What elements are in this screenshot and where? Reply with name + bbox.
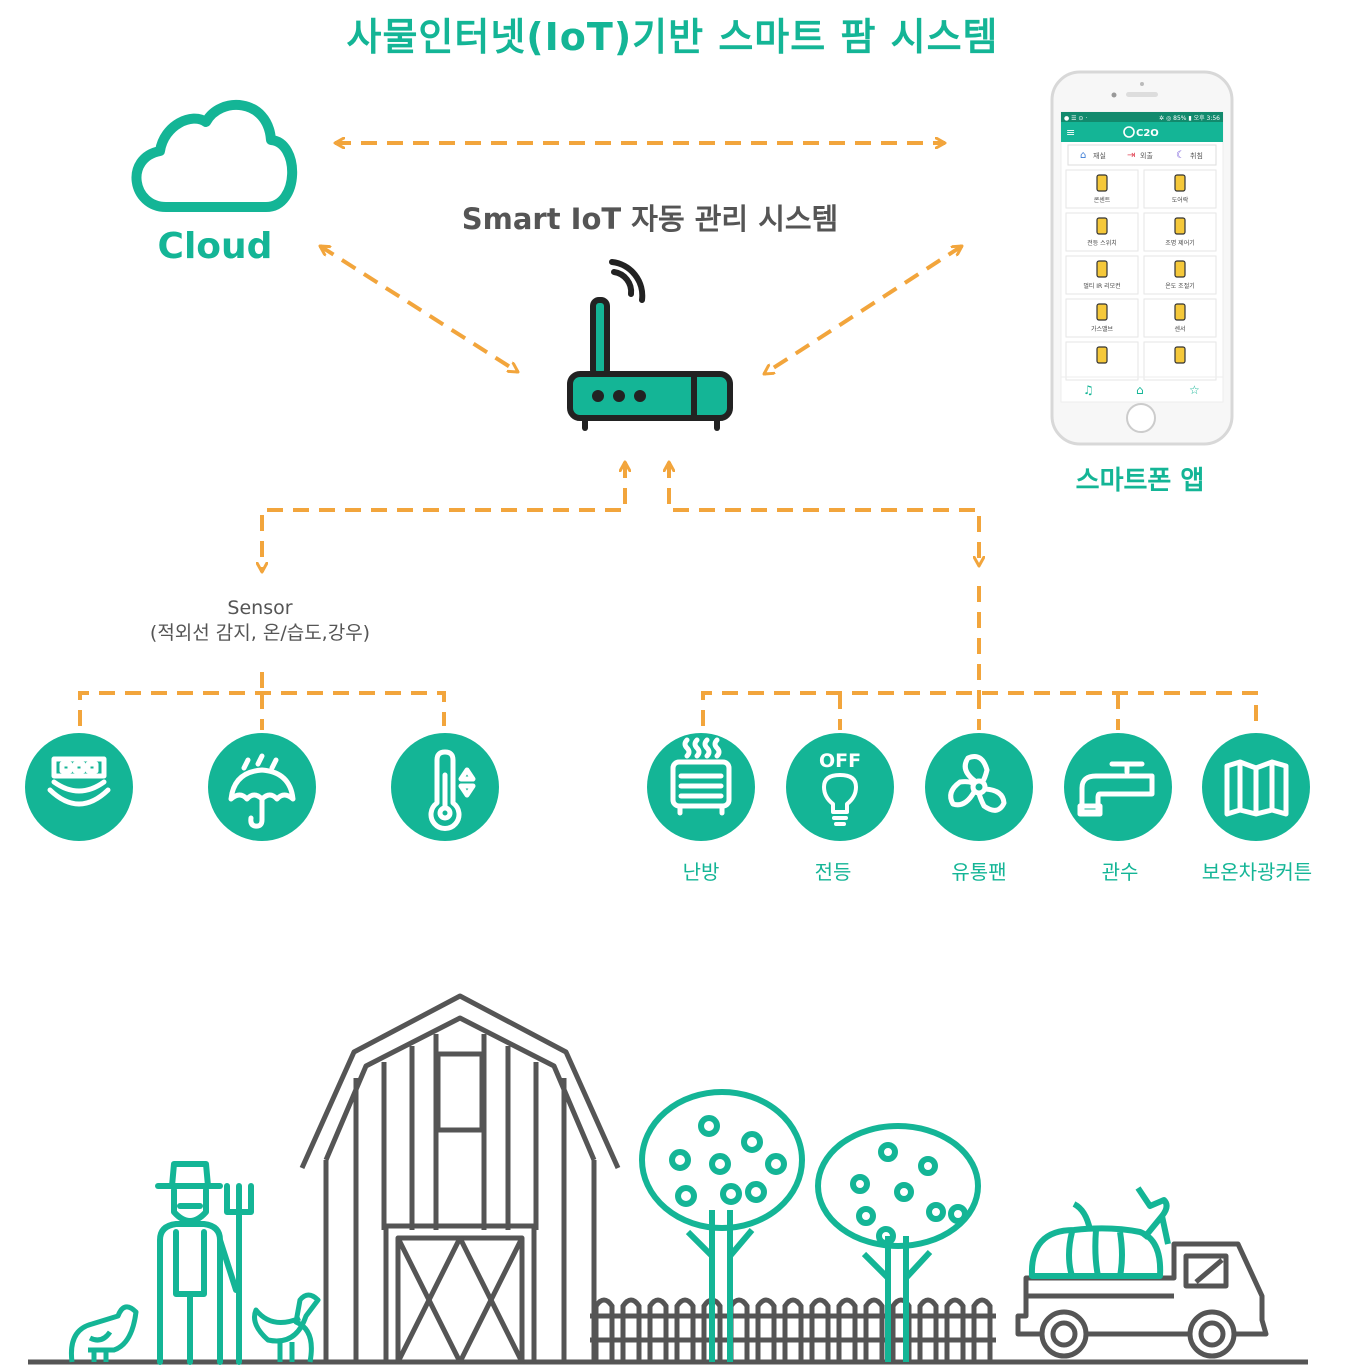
router-icon bbox=[567, 259, 733, 431]
pumpkin-icon bbox=[1028, 1186, 1171, 1279]
device-icon bbox=[1174, 217, 1186, 235]
fence-picket bbox=[593, 1297, 615, 1362]
device-icon bbox=[1096, 174, 1108, 192]
phone-tab-3[interactable]: 취침 bbox=[1190, 152, 1203, 160]
device-label-curtain: 보온차광커튼 bbox=[1201, 860, 1313, 884]
device-icon bbox=[1174, 346, 1186, 364]
phone-tabs: ⌂ 재실 ⇥ 외출 ☾ 취침 bbox=[1080, 150, 1203, 161]
phone-home-icon[interactable]: ⌂ bbox=[1136, 383, 1144, 397]
cloud-icon bbox=[131, 100, 298, 212]
sensor-label: Sensor (적외선 감지, 온/습도,강우) bbox=[120, 596, 400, 646]
curtain-icon bbox=[1202, 733, 1310, 841]
farmer-icon bbox=[155, 1161, 254, 1365]
fence-picket bbox=[620, 1297, 642, 1362]
water-faucet-icon bbox=[1064, 733, 1172, 841]
rain-umbrella-icon bbox=[208, 733, 316, 841]
light-bulb-icon: OFF bbox=[786, 733, 894, 841]
infrared-sensor-icon bbox=[25, 733, 133, 841]
device-icon bbox=[1174, 303, 1186, 321]
fence-picket bbox=[971, 1297, 993, 1362]
truck-icon bbox=[1015, 1241, 1269, 1359]
moon-tab-icon: ☾ bbox=[1176, 150, 1185, 161]
fence-picket bbox=[863, 1297, 885, 1362]
phone-grid-item[interactable]: 가스밸브 bbox=[1065, 298, 1139, 338]
phone-grid-label: 조명 제어기 bbox=[1165, 239, 1195, 247]
connectors bbox=[78, 143, 1258, 730]
phone-grid-label: 전등 스위치 bbox=[1087, 239, 1117, 247]
phone-grid-label: 콘센트 bbox=[1094, 196, 1111, 204]
tree-icon bbox=[639, 1089, 805, 1362]
page-title: 사물인터넷(IoT)기반 스마트 팜 시스템 bbox=[346, 15, 999, 59]
phone-grid-label: 가스밸브 bbox=[1091, 325, 1114, 333]
sensor-detail: (적외선 감지, 온/습도,강우) bbox=[149, 622, 371, 644]
sensor-title: Sensor bbox=[227, 597, 293, 619]
fence-picket bbox=[728, 1297, 750, 1362]
home-tab-icon: ⌂ bbox=[1080, 150, 1086, 161]
phone-tab-2[interactable]: 외출 bbox=[1140, 151, 1153, 160]
phone-grid-item[interactable]: 온도 조절기 bbox=[1143, 255, 1217, 295]
fence-picket bbox=[836, 1297, 858, 1362]
tree-icon bbox=[815, 1123, 981, 1362]
exit-tab-icon: ⇥ bbox=[1127, 150, 1135, 161]
phone-grid-label: 온도 조절기 bbox=[1165, 282, 1195, 290]
phone-grid-item[interactable] bbox=[1143, 341, 1217, 381]
fence-picket bbox=[917, 1297, 939, 1362]
phone-grid-label: 도어락 bbox=[1172, 196, 1189, 204]
device-icon bbox=[1096, 260, 1108, 278]
device-label-fan: 유통팬 bbox=[951, 860, 1007, 884]
heater-icon bbox=[647, 733, 755, 841]
phone-star-icon[interactable]: ☆ bbox=[1189, 383, 1200, 397]
phone-grid-item[interactable]: 도어락 bbox=[1143, 169, 1217, 209]
smartphone: ● ☰ ⊙ · ✲ ◎ 85% ▮ 오후 3:56 ≡ C2O ⌂ 재실 ⇥ 외… bbox=[1050, 70, 1234, 446]
line-device-branches bbox=[701, 691, 1258, 726]
barn-icon bbox=[299, 993, 621, 1365]
fence-picket bbox=[944, 1297, 966, 1362]
device-label-heating: 난방 bbox=[682, 860, 720, 884]
phone-grid-item[interactable]: 조명 제어기 bbox=[1143, 212, 1217, 252]
phone-grid-label: 센서 bbox=[1174, 325, 1185, 333]
device-icon bbox=[1096, 346, 1108, 364]
device-icon bbox=[1096, 217, 1108, 235]
arrow-cloud-hub bbox=[320, 244, 518, 374]
phone-grid-label: 멀티 IR 리모컨 bbox=[1083, 282, 1120, 290]
chicken-icon bbox=[68, 1304, 139, 1363]
fence-picket bbox=[755, 1297, 777, 1362]
light-off-badge: OFF bbox=[819, 750, 861, 772]
device-icon bbox=[1096, 303, 1108, 321]
phone-grid-item[interactable]: 멀티 IR 리모컨 bbox=[1065, 255, 1139, 295]
chicken-icon bbox=[252, 1292, 321, 1363]
device-icon bbox=[1174, 260, 1186, 278]
fence-picket bbox=[782, 1297, 804, 1362]
arrow-hub-devices bbox=[669, 462, 979, 566]
fence-picket bbox=[647, 1297, 669, 1362]
device-label-light: 전등 bbox=[814, 860, 852, 884]
fence-picket bbox=[809, 1297, 831, 1362]
thermometer-icon bbox=[391, 733, 499, 841]
phone-grid-item[interactable]: 전등 스위치 bbox=[1065, 212, 1139, 252]
phone-grid-item[interactable] bbox=[1065, 341, 1139, 381]
fan-icon bbox=[925, 733, 1033, 841]
arrow-hub-sensor bbox=[262, 462, 625, 572]
phone-status-right: ✲ ◎ 85% ▮ 오후 3:56 bbox=[1159, 114, 1220, 122]
arrow-app-hub bbox=[764, 244, 962, 376]
device-icon bbox=[1174, 174, 1186, 192]
phone-tab-1[interactable]: 재실 bbox=[1093, 151, 1106, 160]
phone-menu-icon[interactable]: ≡ bbox=[1066, 126, 1075, 139]
cloud-label: Cloud bbox=[157, 226, 273, 267]
smartphone-app-label: 스마트폰 앱 bbox=[1075, 466, 1205, 496]
phone-grid-item[interactable]: 센서 bbox=[1143, 298, 1217, 338]
phone-grid-item[interactable]: 콘센트 bbox=[1065, 169, 1139, 209]
phone-status-left: ● ☰ ⊙ · bbox=[1064, 115, 1087, 122]
device-label-irrigation: 관수 bbox=[1101, 860, 1139, 884]
fence-picket bbox=[674, 1297, 696, 1362]
farm-scene bbox=[28, 993, 1308, 1365]
phone-brand: C2O bbox=[1136, 128, 1159, 139]
phone-bell-icon[interactable]: ♫ bbox=[1083, 383, 1094, 397]
hub-label: Smart IoT 자동 관리 시스템 bbox=[461, 202, 839, 236]
fence bbox=[590, 1297, 996, 1362]
phone-home-button[interactable] bbox=[1126, 403, 1156, 433]
